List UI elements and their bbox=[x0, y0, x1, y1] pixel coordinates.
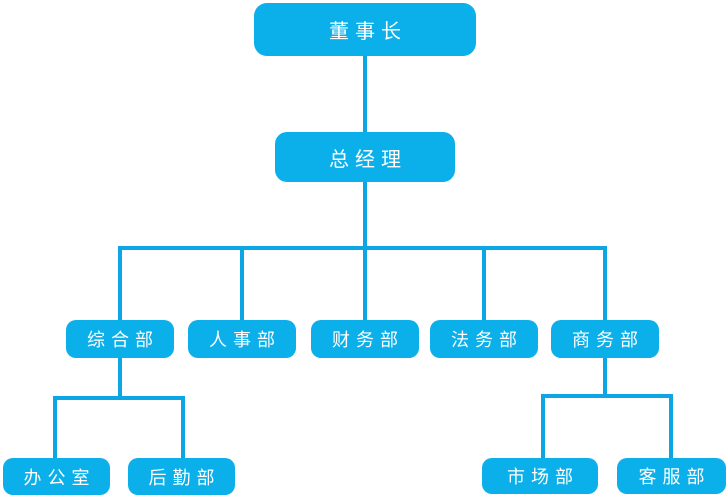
org-node-marketing[interactable]: 市场部 bbox=[482, 458, 598, 494]
org-node-chairman[interactable]: 董事长 bbox=[254, 3, 476, 56]
org-node-human-resources[interactable]: 人事部 bbox=[188, 320, 296, 358]
connector-drop-logistics bbox=[181, 396, 185, 458]
connector-chairman-to-gm bbox=[363, 56, 367, 132]
connector-drop-office bbox=[53, 396, 57, 458]
connector-general-affairs-stem bbox=[118, 358, 122, 398]
connector-drop-human-resources bbox=[240, 246, 244, 320]
org-node-office[interactable]: 办公室 bbox=[3, 458, 110, 495]
org-node-customer-service[interactable]: 客服部 bbox=[617, 458, 726, 494]
connector-drop-business bbox=[603, 246, 607, 320]
connector-drop-general-affairs bbox=[118, 246, 122, 320]
org-node-general-manager[interactable]: 总经理 bbox=[275, 132, 455, 182]
org-node-logistics[interactable]: 后勤部 bbox=[128, 458, 235, 495]
connector-business-stem bbox=[603, 358, 607, 396]
org-node-finance[interactable]: 财务部 bbox=[311, 320, 419, 358]
connector-left-subtree-rail bbox=[53, 396, 185, 400]
connector-right-subtree-rail bbox=[541, 394, 673, 398]
connector-drop-legal bbox=[482, 246, 486, 320]
connector-drop-customer-service bbox=[669, 394, 673, 458]
org-node-general-affairs[interactable]: 综合部 bbox=[66, 320, 174, 358]
connector-drop-marketing bbox=[541, 394, 545, 458]
connector-gm-stem bbox=[363, 182, 367, 248]
connector-drop-finance bbox=[363, 246, 367, 320]
org-node-business[interactable]: 商务部 bbox=[551, 320, 659, 358]
connector-departments-rail bbox=[118, 246, 607, 250]
org-node-legal[interactable]: 法务部 bbox=[430, 320, 538, 358]
